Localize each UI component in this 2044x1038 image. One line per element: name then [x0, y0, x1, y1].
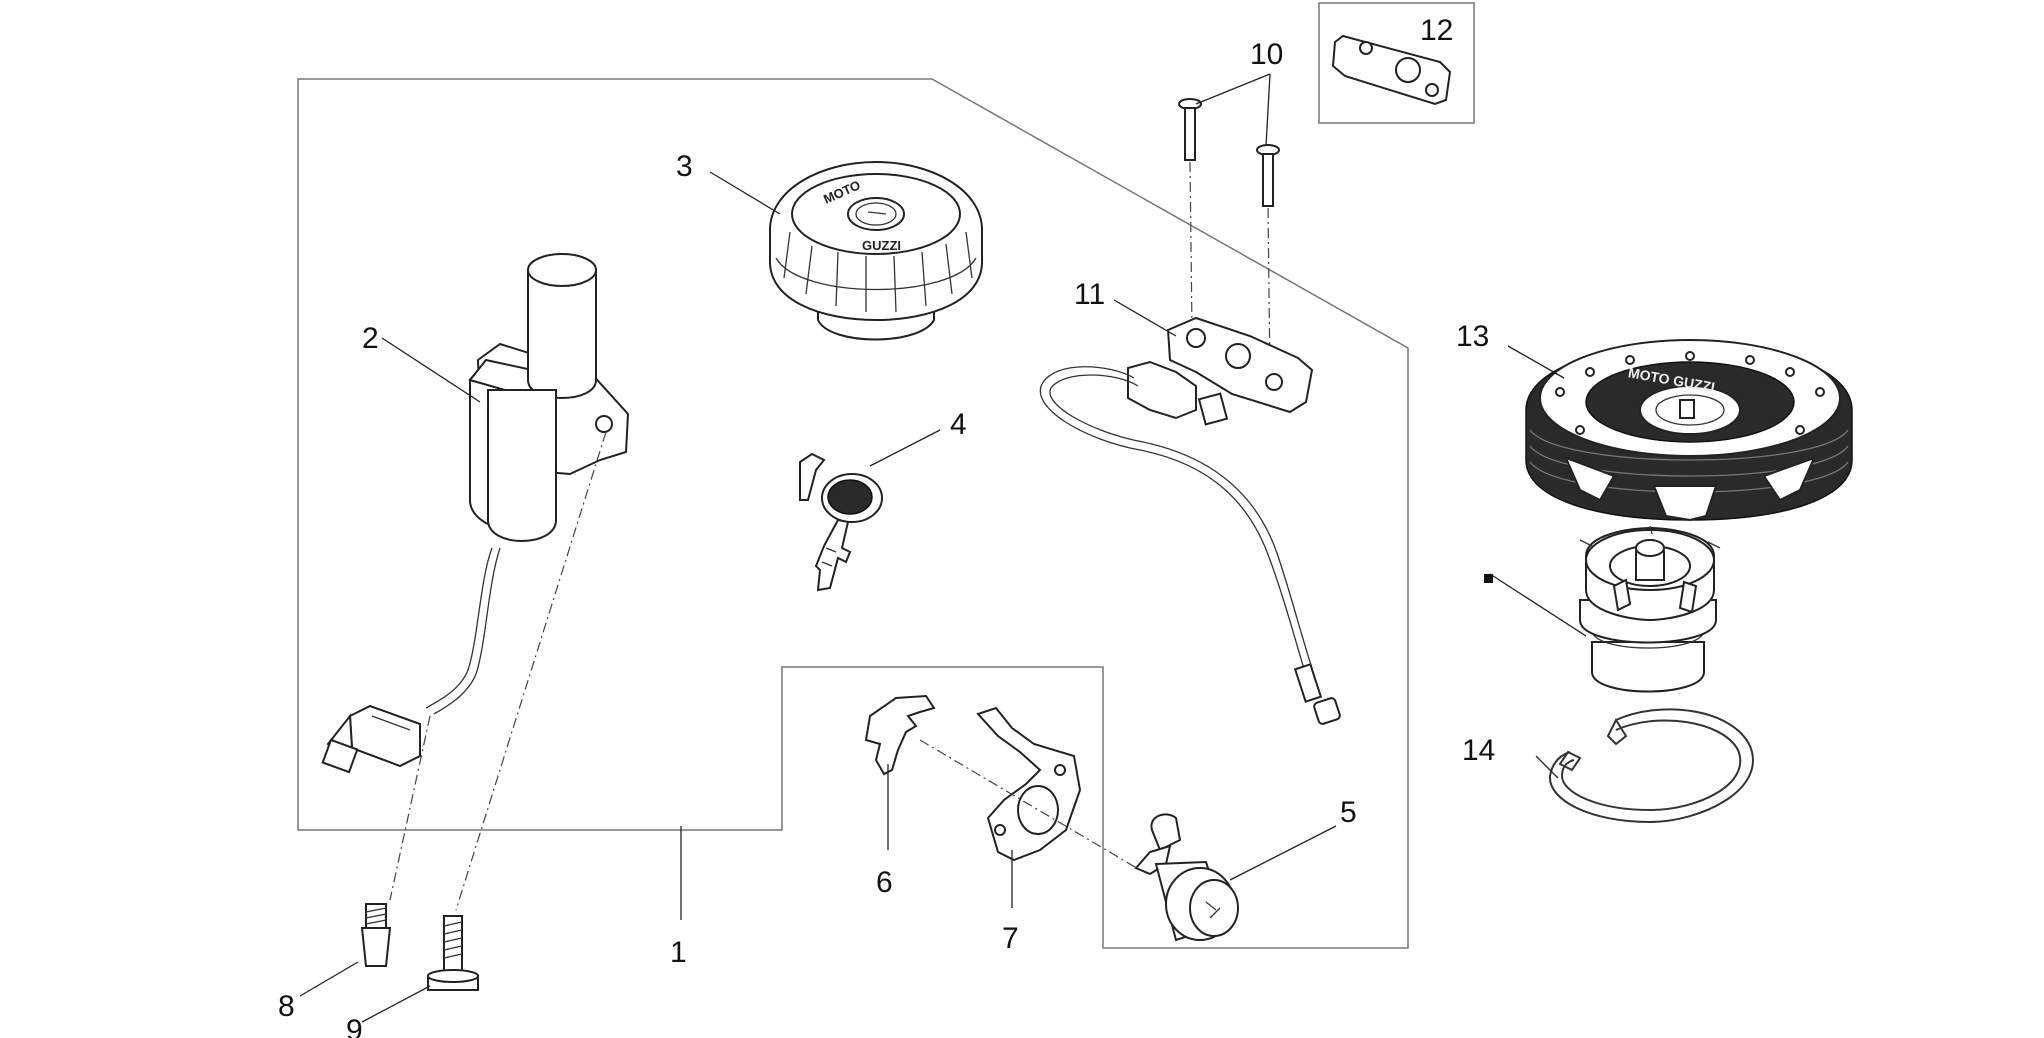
- fuel-cap-part-3: MOTO GUZZI: [769, 160, 983, 341]
- callout-12: 12: [1420, 14, 1453, 47]
- assembly-axis-8: [389, 715, 431, 901]
- assembly-axis-5: [919, 739, 1141, 871]
- gasket-part-12: [1331, 34, 1452, 106]
- callout-9: 9: [346, 1014, 363, 1038]
- callout-3: 3: [676, 150, 693, 183]
- sensor-bracket-part-11: [1039, 316, 1341, 725]
- bracket-part-7: [976, 706, 1082, 862]
- callout-11: 11: [1074, 278, 1105, 311]
- assembly-axis-10-right: [1267, 207, 1271, 376]
- assembly-frame-main: [297, 78, 1409, 949]
- ignition-lock-part-2: [321, 253, 630, 774]
- screw-part-10-right: [1256, 144, 1280, 207]
- callout-8: 8: [278, 990, 295, 1023]
- seat-lock-part-5: [1134, 813, 1239, 942]
- assembly-axis-9: [455, 431, 607, 911]
- callout-2: 2: [362, 322, 379, 355]
- stud-part-8: [360, 903, 392, 967]
- callout-5: 5: [1340, 796, 1357, 829]
- assembly-frame-part-12: [1318, 2, 1475, 124]
- callout-14: 14: [1462, 734, 1495, 767]
- callout-6: 6: [876, 866, 893, 899]
- fuel-cap-part-13: MOTO GUZZI: [1525, 339, 1853, 522]
- screw-part-10-left: [1178, 98, 1202, 161]
- assembly-axis-10-left: [1189, 161, 1193, 331]
- bolt-part-9: [427, 915, 479, 991]
- callout-13: 13: [1456, 320, 1489, 353]
- callout-7: 7: [1002, 922, 1019, 955]
- clip-part-6: [864, 694, 936, 776]
- square-marker: [1484, 574, 1493, 583]
- callout-4: 4: [950, 408, 967, 441]
- circlip-part-14: [1548, 708, 1754, 824]
- cap3-logo-bottom: GUZZI: [862, 238, 901, 253]
- callout-1: 1: [670, 936, 687, 969]
- key-part-4: [799, 452, 883, 592]
- callout-10: 10: [1250, 38, 1283, 71]
- filler-neck-part: [1579, 525, 1721, 693]
